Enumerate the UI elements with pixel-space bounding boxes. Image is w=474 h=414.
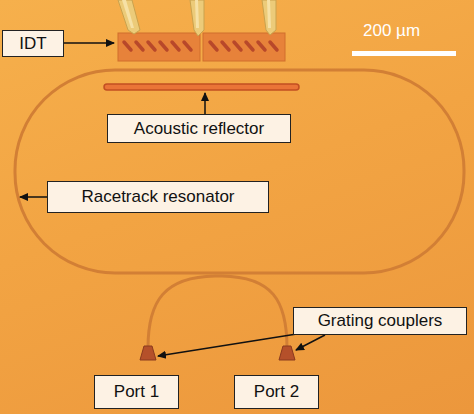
bus-waveguide [148, 276, 287, 348]
scale-bar [352, 51, 456, 56]
idt-pad [203, 33, 285, 61]
label-box: Acoustic reflector [107, 114, 291, 143]
idt-pad [118, 33, 200, 61]
label-box: Port 1 [94, 375, 179, 409]
scale-label: 200 µm [363, 21, 420, 41]
grating-coupler [140, 346, 156, 360]
label-box: Port 2 [234, 375, 319, 409]
leader-arrows [20, 43, 325, 356]
probe-highlight [122, 0, 271, 28]
label-text: Port 1 [114, 382, 159, 402]
label-text: IDT [19, 34, 46, 54]
idt-fingers [124, 42, 277, 50]
label-box: Grating couplers [293, 307, 467, 335]
label-text: Acoustic reflector [134, 119, 264, 139]
probe-tips [118, 0, 276, 36]
racetrack-ring [15, 70, 464, 273]
grating-coupler [279, 346, 295, 360]
label-box: IDT [2, 30, 64, 57]
label-text: Port 2 [254, 382, 299, 402]
label-text: Grating couplers [318, 311, 443, 331]
acoustic-reflector [104, 84, 299, 90]
label-text: Racetrack resonator [81, 187, 234, 207]
label-box: Racetrack resonator [47, 181, 269, 213]
